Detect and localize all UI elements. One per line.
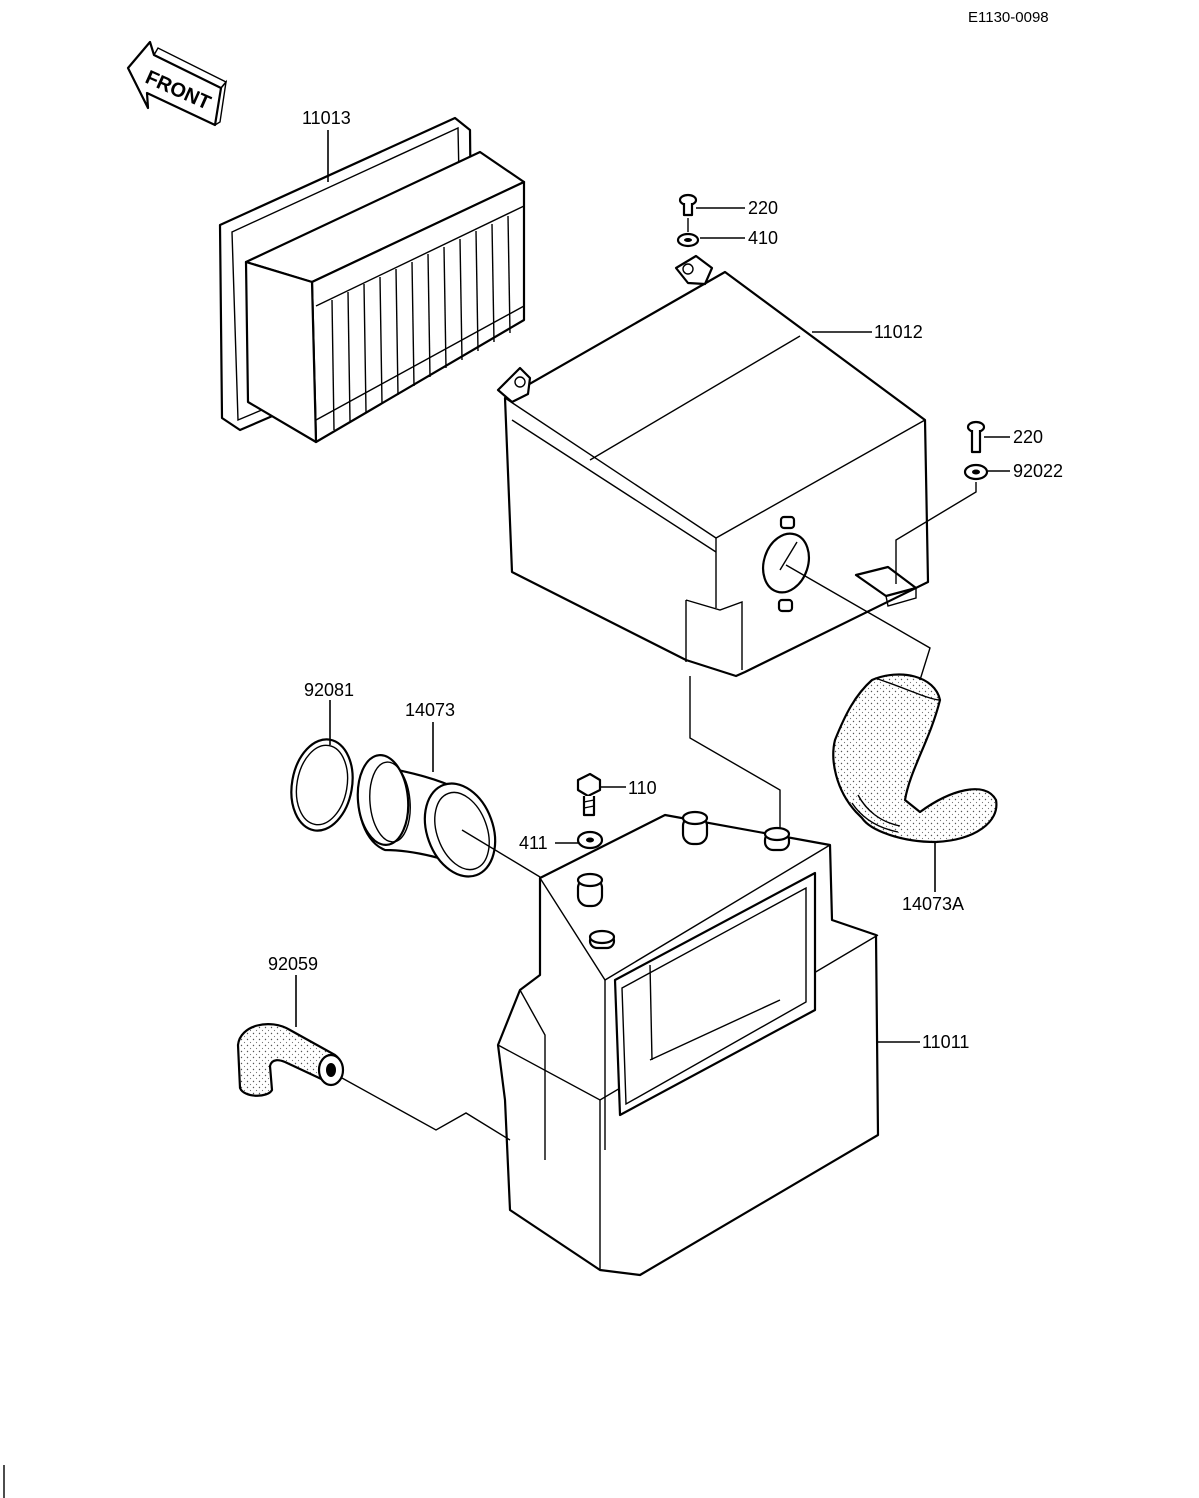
washer-92022 bbox=[963, 463, 989, 481]
duct-14073 bbox=[356, 754, 497, 878]
duct-14073a bbox=[832, 673, 998, 844]
part-number-92059: 92059 bbox=[268, 954, 318, 974]
screw-220-top bbox=[678, 193, 698, 217]
diagram-code: E1130-0098 bbox=[968, 9, 1049, 26]
part-number-11011: 11011 bbox=[922, 1032, 969, 1052]
part-number-92081: 92081 bbox=[304, 680, 354, 700]
bolt-110 bbox=[576, 772, 602, 817]
washer-411 bbox=[576, 830, 604, 850]
part-number-92022: 92022 bbox=[1013, 461, 1063, 481]
air-cleaner-cover bbox=[496, 254, 930, 678]
front-arrow-icon: FRONT bbox=[126, 40, 228, 127]
part-number-14073A: 14073A bbox=[902, 894, 964, 914]
part-number-220-right: 220 bbox=[1013, 427, 1043, 447]
part-number-410: 410 bbox=[748, 228, 778, 248]
part-number-14073: 14073 bbox=[405, 700, 455, 720]
air-cleaner-case bbox=[496, 810, 880, 1277]
part-number-220-top: 220 bbox=[748, 198, 778, 218]
band-92081 bbox=[290, 738, 354, 832]
air-filter-element bbox=[218, 116, 526, 444]
washer-410 bbox=[676, 232, 700, 248]
part-number-110: 110 bbox=[628, 778, 657, 798]
hose-92059 bbox=[236, 1023, 345, 1097]
part-number-411: 411 bbox=[519, 833, 548, 853]
screw-220-right bbox=[966, 420, 986, 454]
part-number-11013: 11013 bbox=[302, 108, 351, 128]
part-number-11012: 11012 bbox=[874, 322, 923, 342]
